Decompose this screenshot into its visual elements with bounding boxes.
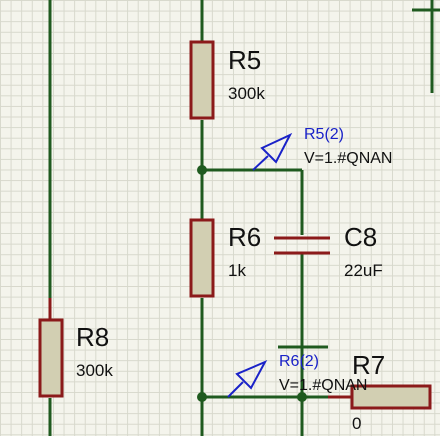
r6-value-label: 1k — [228, 261, 246, 280]
resistor-r5[interactable] — [189, 40, 215, 120]
r7-body[interactable] — [350, 384, 432, 410]
voltage-probe-r5[interactable]: R5(2) V=1.#QNAN — [252, 126, 392, 171]
probe-arrow-icon — [227, 359, 268, 398]
r5-ref-label: R5 — [228, 45, 261, 75]
resistor-r7[interactable] — [328, 384, 432, 410]
junctions — [197, 165, 307, 402]
r5-value-label: 300k — [228, 84, 265, 103]
r7-value-label: 0 — [352, 414, 361, 433]
junction-r5-r6[interactable] — [197, 165, 207, 175]
junction-r6-r7[interactable] — [197, 392, 207, 402]
voltage-probe-r6[interactable]: R6(2) V=1.#QNAN — [227, 353, 367, 398]
c8-ref-label: C8 — [344, 222, 377, 252]
r5-body[interactable] — [189, 40, 215, 120]
wires — [48, 0, 440, 436]
resistor-r6[interactable] — [189, 218, 215, 298]
r6-ref-label: R6 — [228, 222, 261, 252]
probe-reading: V=1.#QNAN — [304, 150, 392, 167]
probe-arrow-icon — [252, 132, 293, 171]
probe-name: R6(2) — [279, 353, 319, 370]
probe-name: R5(2) — [304, 126, 344, 143]
r7-ref-label: R7 — [352, 350, 385, 380]
capacitor-c8[interactable] — [274, 236, 330, 255]
resistor-r8[interactable] — [38, 298, 64, 398]
r6-body[interactable] — [189, 218, 215, 298]
c8-value-label: 22uF — [344, 261, 383, 280]
junction-c8-r7[interactable] — [297, 392, 307, 402]
r8-ref-label: R8 — [76, 322, 109, 352]
r8-body[interactable] — [38, 318, 64, 398]
probe-reading: V=1.#QNAN — [279, 377, 367, 394]
r8-value-label: 300k — [76, 361, 113, 380]
